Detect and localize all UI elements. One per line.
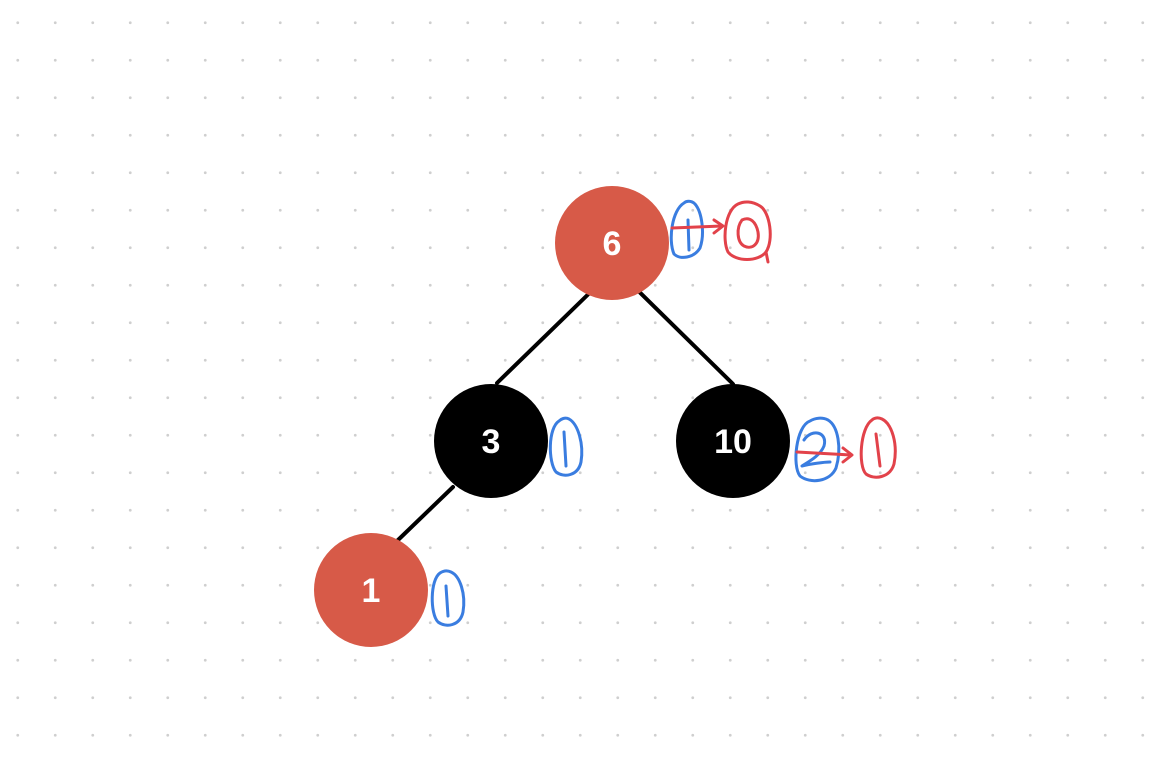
node-circle-3: [434, 384, 548, 498]
handwritten-blue-1: [430, 569, 466, 627]
annotation-node-6: [669, 199, 772, 264]
tree-node-6[interactable]: 6: [555, 186, 669, 300]
annotation-node-10: [794, 416, 897, 483]
node-label-10: 10: [714, 423, 752, 461]
node-circle-1: [314, 533, 428, 647]
node-label-6: 6: [603, 225, 622, 263]
tree-node-3[interactable]: 3: [434, 384, 548, 498]
edge-3-1: [395, 485, 455, 543]
handwritten-red-arrow: [795, 446, 854, 464]
node-circle-10: [676, 384, 790, 498]
annotation-node-1: [430, 569, 466, 627]
node-circle-6: [555, 186, 669, 300]
handwritten-red-0: [723, 200, 772, 264]
node-label-1: 1: [362, 572, 381, 610]
handwritten-blue-1: [548, 416, 584, 477]
tree-node-10[interactable]: 10: [676, 384, 790, 498]
handwritten-blue-1: [669, 199, 704, 259]
handwritten-blue-2: [794, 416, 841, 483]
tree-node-1[interactable]: 1: [314, 533, 428, 647]
handwritten-red-1: [859, 416, 897, 479]
handwritten-red-arrow: [670, 218, 725, 235]
annotation-node-3: [548, 416, 584, 477]
node-label-3: 3: [482, 423, 501, 461]
